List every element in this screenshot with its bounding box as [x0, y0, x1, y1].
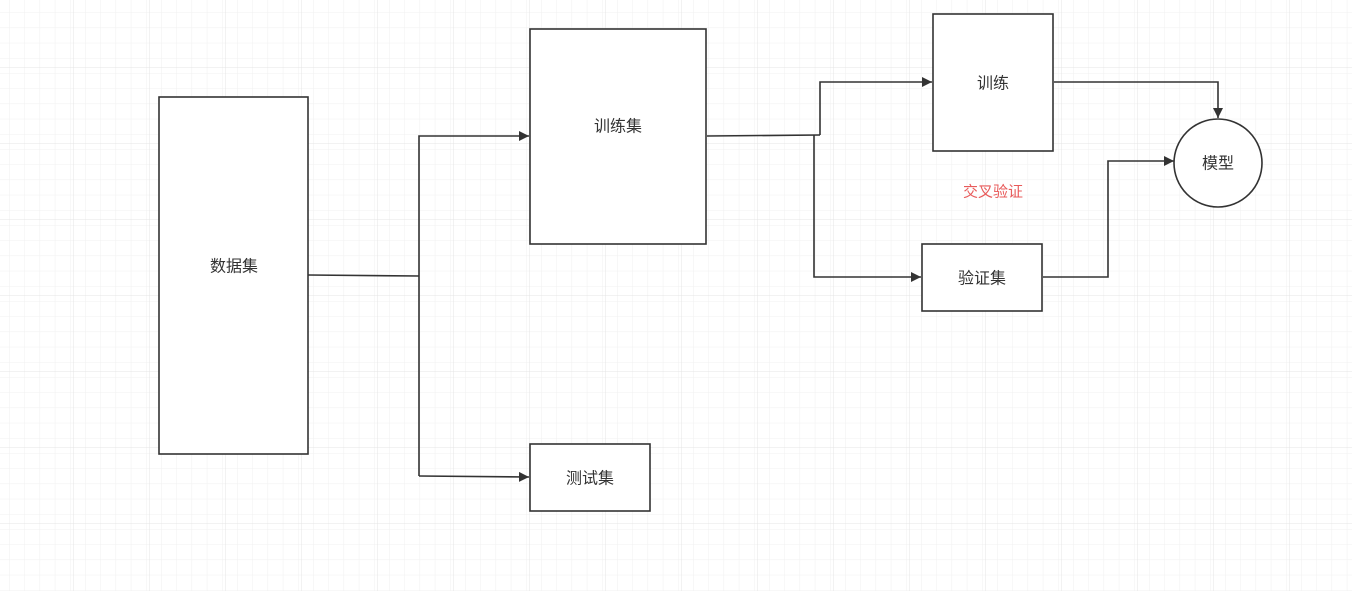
- node-train-set[interactable]: 训练集: [529, 28, 707, 245]
- edge-dataset-to-train-set[interactable]: [418, 131, 529, 476]
- node-model[interactable]: 模型: [1173, 118, 1263, 208]
- node-validation-set-label: 验证集: [958, 269, 1006, 288]
- node-dataset-label: 数据集: [210, 257, 258, 276]
- annotation-cross-validation: 交叉验证: [963, 183, 1023, 201]
- edge-train-to-model[interactable]: [1054, 81, 1223, 118]
- node-test-set[interactable]: 测试集: [529, 443, 651, 512]
- edge-dataset-to-test-set[interactable]: [418, 471, 530, 482]
- edge-train-set-to-validation-set[interactable]: [813, 135, 921, 282]
- edge-dataset-trunk[interactable]: [307, 274, 420, 277]
- node-test-set-label: 测试集: [566, 469, 614, 488]
- edge-train-set-trunk[interactable]: [706, 134, 821, 137]
- node-train-set-label: 训练集: [594, 117, 642, 136]
- node-train[interactable]: 训练: [932, 13, 1054, 152]
- edge-train-set-to-train[interactable]: [819, 77, 932, 135]
- edges: [307, 77, 1223, 482]
- node-train-label: 训练: [977, 74, 1009, 93]
- node-model-label: 模型: [1202, 154, 1234, 173]
- edge-validation-set-to-model[interactable]: [1043, 156, 1174, 278]
- node-dataset[interactable]: 数据集: [158, 96, 309, 455]
- node-validation-set[interactable]: 验证集: [921, 243, 1043, 312]
